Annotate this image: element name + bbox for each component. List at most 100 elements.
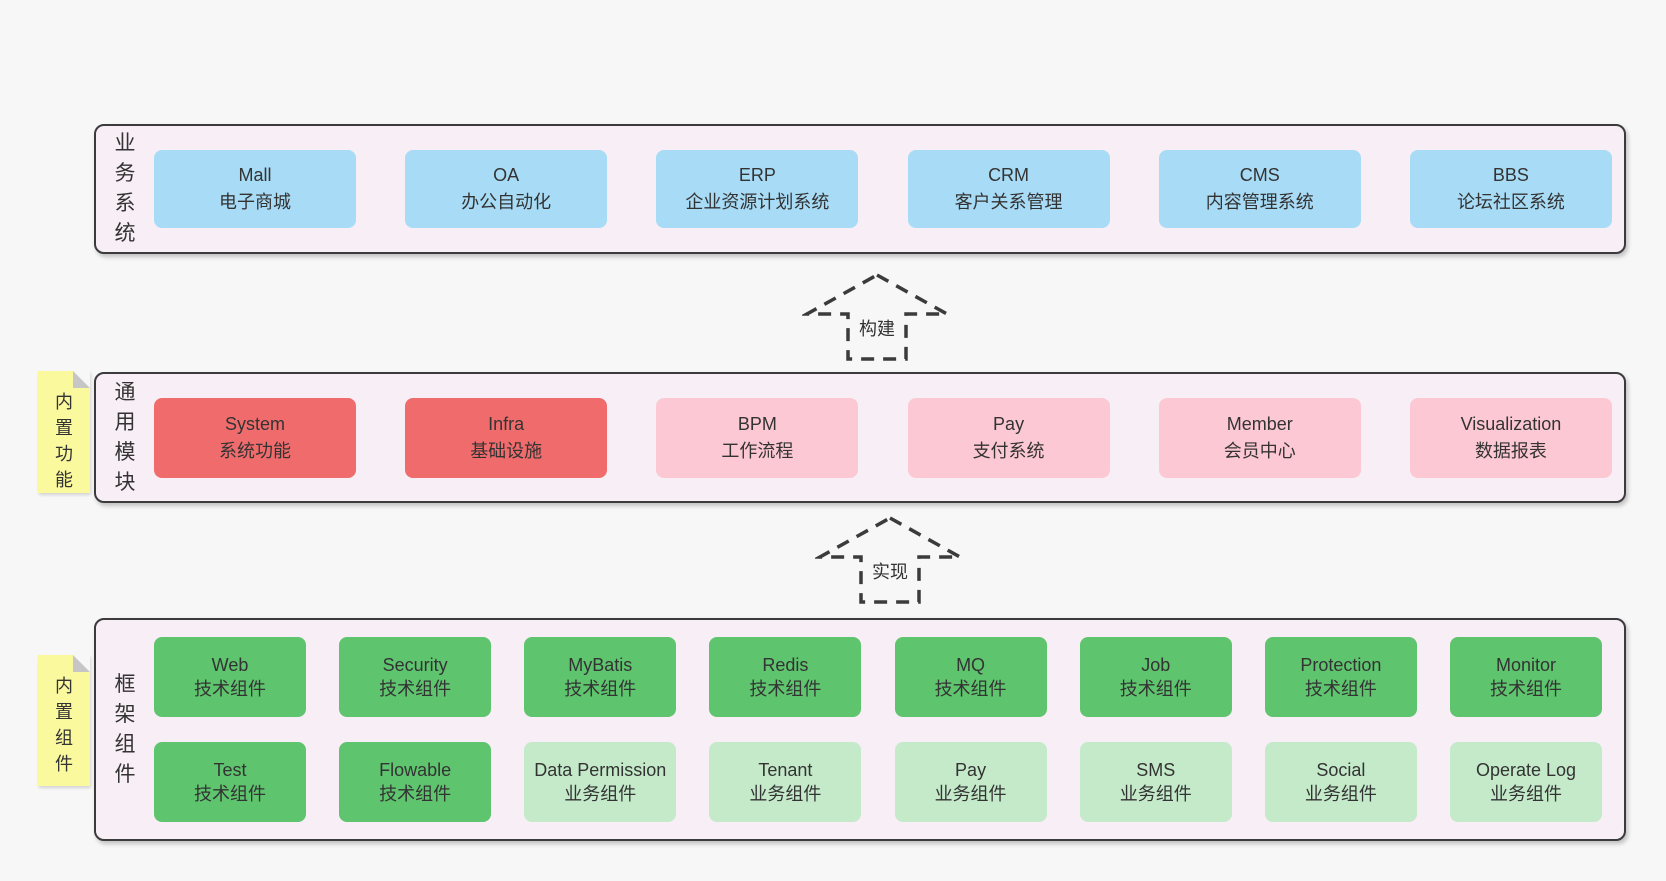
sticky-note-built-in-components: 内置组件 <box>38 655 90 786</box>
box-title-en: Redis <box>762 655 809 675</box>
box-title-en: Pay <box>993 413 1025 434</box>
box-subtitle-zh: 会员中心 <box>1223 440 1296 461</box>
implement-arrow: 实现 <box>815 515 965 605</box>
box-title-en: Operate Log <box>1475 760 1577 780</box>
layer-label-components: 框架组件 <box>96 620 154 839</box>
box-subtitle-zh: 业务组件 <box>934 784 1007 804</box>
box-subtitle-zh: 业务组件 <box>749 784 822 804</box>
box-data-permission: Data Permission 业务组件 <box>524 742 677 822</box>
components-rows: Web 技术组件 Security 技术组件 MyBatis 技术组件 Redi… <box>154 637 1624 822</box>
box-title-en: Pay <box>955 760 987 780</box>
box-pay-component: Pay 业务组件 <box>894 742 1047 822</box>
box-title-en: Member <box>1226 413 1293 434</box>
box-subtitle-zh: 客户关系管理 <box>954 192 1063 212</box>
sticky-note-text: 内置功能 <box>55 392 73 490</box>
box-bpm: BPM 工作流程 <box>656 397 859 478</box>
box-title-en: ERP <box>738 165 776 185</box>
box-monitor: Monitor 技术组件 <box>1449 637 1602 717</box>
box-job: Job 技术组件 <box>1079 637 1232 717</box>
box-subtitle-zh: 技术组件 <box>194 679 266 699</box>
box-subtitle-zh: 企业资源计划系统 <box>685 192 830 212</box>
box-test: Test 技术组件 <box>154 742 306 822</box>
box-subtitle-zh: 业务组件 <box>1304 784 1377 804</box>
box-title-en: CMS <box>1239 165 1280 185</box>
box-subtitle-zh: 内容管理系统 <box>1205 192 1314 212</box>
build-arrow: 构建 <box>802 272 952 362</box>
box-title-en: Infra <box>488 413 525 434</box>
box-subtitle-zh: 技术组件 <box>194 784 266 804</box>
modules-box-row: System 系统功能 Infra 基础设施 BPM 工作流程 Pay 支付系统… <box>154 397 1624 478</box>
box-title-en: OA <box>493 165 520 185</box>
box-title-en: SMS <box>1136 760 1176 780</box>
box-subtitle-zh: 数据报表 <box>1474 440 1547 461</box>
box-title-en: Tenant <box>758 760 813 780</box>
box-subtitle-zh: 业务组件 <box>1119 784 1192 804</box>
box-title-en: BPM <box>737 413 777 434</box>
build-arrow-label: 构建 <box>855 314 899 342</box>
box-title-en: Visualization <box>1460 413 1562 434</box>
box-title-en: MQ <box>956 655 986 675</box>
sticky-note-built-in-features: 内置功能 <box>38 371 90 493</box>
box-cms: CMS 内容管理系统 <box>1158 150 1361 228</box>
box-title-en: Security <box>382 655 448 675</box>
box-tenant: Tenant 业务组件 <box>709 742 862 822</box>
box-flowable: Flowable 技术组件 <box>339 742 492 822</box>
box-subtitle-zh: 业务组件 <box>564 784 637 804</box>
box-subtitle-zh: 工作流程 <box>721 440 794 461</box>
layer-framework-components: 框架组件 Web 技术组件 Security 技术组件 MyBatis 技术组件… <box>94 618 1626 841</box>
box-title-en: Test <box>213 760 247 780</box>
box-subtitle-zh: 业务组件 <box>1489 784 1562 804</box>
box-title-en: MyBatis <box>568 655 633 675</box>
layer-label-text: 通用模块 <box>114 380 136 494</box>
box-mybatis: MyBatis 技术组件 <box>524 637 677 717</box>
box-security: Security 技术组件 <box>339 637 492 717</box>
box-subtitle-zh: 技术组件 <box>1119 679 1192 699</box>
box-oa: OA 办公自动化 <box>405 150 608 228</box>
components-box-row-2: Test 技术组件 Flowable 技术组件 Data Permission … <box>154 742 1602 822</box>
components-box-row-1: Web 技术组件 Security 技术组件 MyBatis 技术组件 Redi… <box>154 637 1602 717</box>
box-visualization: Visualization 数据报表 <box>1409 397 1612 478</box>
sticky-note-text: 内置组件 <box>55 676 73 774</box>
box-title-en: Mall <box>238 165 272 185</box>
box-title-en: Data Permission <box>534 760 667 780</box>
layer-business-systems: 业务系统 Mall 电子商城 OA 办公自动化 ERP 企业资源计划系统 CRM… <box>94 124 1626 254</box>
box-protection: Protection 技术组件 <box>1264 637 1417 717</box>
box-title-en: Web <box>211 655 249 675</box>
box-infra: Infra 基础设施 <box>405 397 608 478</box>
layer-label-business: 业务系统 <box>96 126 154 252</box>
box-member: Member 会员中心 <box>1158 397 1361 478</box>
box-title-en: Flowable <box>379 760 452 780</box>
note-fold-corner-icon <box>73 655 90 672</box>
box-subtitle-zh: 技术组件 <box>1304 679 1377 699</box>
box-subtitle-zh: 基础设施 <box>470 440 543 461</box>
box-subtitle-zh: 办公自动化 <box>461 192 552 212</box>
box-subtitle-zh: 系统功能 <box>219 440 291 461</box>
box-mq: MQ 技术组件 <box>894 637 1047 717</box>
box-title-en: Social <box>1316 760 1366 780</box>
box-subtitle-zh: 支付系统 <box>972 440 1045 461</box>
box-title-en: BBS <box>1492 165 1529 185</box>
layer-label-modules: 通用模块 <box>96 374 154 501</box>
box-bbs: BBS 论坛社区系统 <box>1409 150 1612 228</box>
box-operate-log: Operate Log 业务组件 <box>1449 742 1602 822</box>
box-subtitle-zh: 技术组件 <box>934 679 1007 699</box>
box-subtitle-zh: 技术组件 <box>1489 679 1562 699</box>
box-subtitle-zh: 技术组件 <box>379 679 452 699</box>
box-crm: CRM 客户关系管理 <box>907 150 1110 228</box>
box-subtitle-zh: 技术组件 <box>379 784 452 804</box>
box-redis: Redis 技术组件 <box>709 637 862 717</box>
box-system: System 系统功能 <box>154 397 356 478</box>
implement-arrow-label: 实现 <box>868 557 912 585</box>
box-mall: Mall 电子商城 <box>154 150 356 228</box>
box-pay-module: Pay 支付系统 <box>907 397 1110 478</box>
layer-label-text: 业务系统 <box>114 132 136 245</box>
note-fold-corner-icon <box>73 371 90 388</box>
box-title-en: Protection <box>1300 655 1382 675</box>
box-title-en: CRM <box>988 165 1030 185</box>
business-box-row: Mall 电子商城 OA 办公自动化 ERP 企业资源计划系统 CRM 客户关系… <box>154 150 1624 228</box>
box-web: Web 技术组件 <box>154 637 306 717</box>
box-social: Social 业务组件 <box>1264 742 1417 822</box>
box-sms: SMS 业务组件 <box>1079 742 1232 822</box>
box-erp: ERP 企业资源计划系统 <box>656 150 859 228</box>
box-title-en: Job <box>1141 655 1171 675</box>
